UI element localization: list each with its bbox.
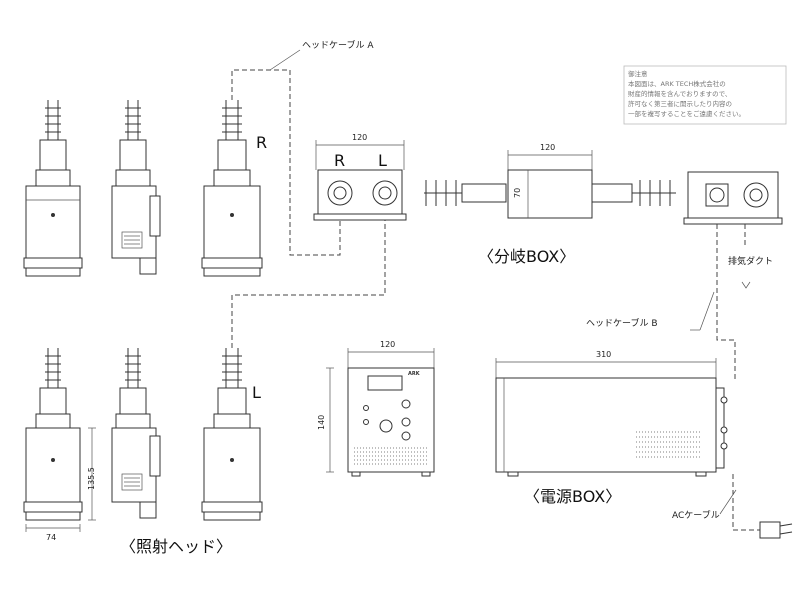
head-top-r bbox=[201, 100, 263, 277]
head-width-dim: 74 bbox=[46, 533, 56, 542]
front-vent-grille bbox=[354, 447, 428, 465]
power-box-front-view bbox=[326, 348, 435, 477]
cable-a-label: ヘッドケーブル A bbox=[302, 39, 374, 51]
branch-box bbox=[313, 140, 407, 221]
title-power-box: 〈電源BOX〉 bbox=[524, 487, 621, 506]
power-width-dim: 310 bbox=[596, 350, 611, 359]
cable-box-height-dim: 70 bbox=[513, 188, 522, 198]
exhaust-duct-label: 排気ダクト bbox=[728, 255, 773, 267]
notice-line-4: 一部を複写することをご遠慮ください。 bbox=[628, 109, 745, 118]
head-l-label: L bbox=[252, 383, 261, 402]
cable-box-width-dim: 120 bbox=[540, 143, 555, 152]
cable-b-assembly bbox=[424, 150, 676, 219]
cable-b-route bbox=[716, 224, 736, 380]
head-height-dim: 135.5 bbox=[87, 467, 96, 490]
head-bottom-front bbox=[23, 348, 83, 521]
notice-heading: 御注意 bbox=[628, 69, 648, 78]
power-box-side-view bbox=[495, 358, 728, 477]
ac-plug-icon bbox=[759, 521, 793, 539]
notice-box bbox=[623, 65, 787, 125]
irradiation-heads-bottom-row bbox=[23, 348, 263, 521]
power-box-back-view bbox=[683, 171, 783, 225]
ac-cable-label: ACケーブル bbox=[672, 509, 720, 521]
branch-width-dim: 120 bbox=[352, 133, 367, 142]
head-top-side bbox=[111, 100, 161, 275]
notice-line-2: 財産的情報を含んでおりますので、 bbox=[628, 89, 731, 98]
title-branch-box: 〈分岐BOX〉 bbox=[478, 247, 575, 266]
notice-line-3: 許可なく第三者に開示したり内容の bbox=[628, 99, 732, 108]
cable-b-label: ヘッドケーブル B bbox=[586, 317, 658, 329]
notice-line-1: 本図面は、ARK TECH株式会社の bbox=[628, 79, 726, 88]
cable-l-route bbox=[231, 210, 386, 348]
front-width-dim: 120 bbox=[380, 340, 395, 349]
device-logo: ARK bbox=[408, 371, 421, 377]
head-bottom-l bbox=[201, 348, 263, 521]
branch-port-l-label: L bbox=[378, 151, 387, 170]
branch-port-r-label: R bbox=[334, 151, 345, 170]
head-bottom-side bbox=[111, 348, 161, 519]
cable-a-route bbox=[231, 69, 341, 256]
head-dimensions bbox=[25, 427, 96, 532]
irradiation-heads-top-row bbox=[23, 100, 263, 277]
head-top-front bbox=[23, 100, 83, 277]
front-height-dim: 140 bbox=[317, 415, 326, 430]
title-irradiation-head: 〈照射ヘッド〉 bbox=[120, 537, 232, 556]
ac-cable-route bbox=[732, 474, 760, 531]
head-r-label: R bbox=[256, 133, 267, 152]
